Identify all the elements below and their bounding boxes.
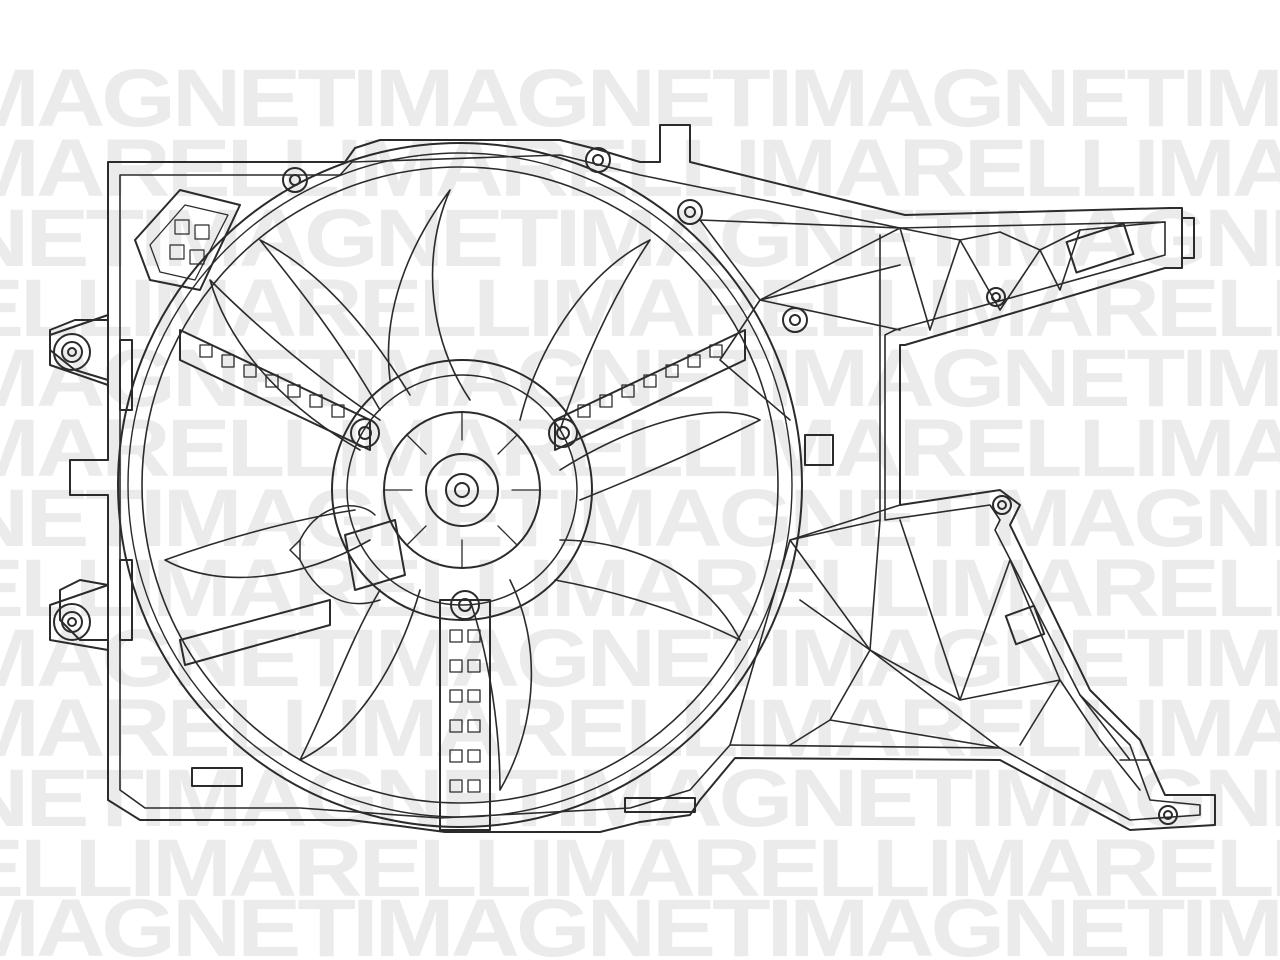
strut-holes [199, 344, 723, 793]
fan-blade [554, 539, 741, 641]
mounting-ear-lower-left [49, 584, 109, 651]
fan-blade [299, 589, 421, 761]
frame-inner-outline [119, 154, 1201, 821]
fan-blade [387, 189, 471, 401]
mounting-ear-bottom-right [1158, 805, 1178, 825]
strut-lower-left [179, 599, 331, 666]
frame-outer-outline [49, 124, 1216, 833]
motor-screw [450, 590, 480, 620]
mounting-boss [789, 314, 801, 326]
fan-blade [164, 509, 371, 579]
fan-blades [164, 189, 761, 791]
motor-screw [358, 426, 372, 440]
frame-truss [699, 219, 1166, 791]
frame-left-rib [119, 339, 133, 411]
motor-screw [350, 418, 380, 448]
frame-slot [624, 797, 696, 813]
motor-connector [289, 505, 406, 605]
wire [299, 505, 376, 541]
fan-blade [469, 579, 533, 791]
frame-tab [804, 434, 834, 466]
connector-body [344, 519, 406, 591]
mounting-ears [49, 147, 1195, 825]
mounting-boss [986, 287, 1006, 307]
wire [299, 559, 381, 605]
motor-struts [179, 329, 746, 831]
mounting-boss [592, 154, 604, 166]
fan-resistor [134, 189, 241, 291]
hub-ribs [383, 411, 541, 569]
motor-screw [548, 418, 578, 448]
frame-tab [1181, 217, 1195, 259]
mounting-boss [997, 500, 1007, 510]
fan-blade [519, 239, 651, 431]
fan-blade [559, 411, 761, 501]
frame-tab [1004, 604, 1046, 646]
mounting-boss [684, 206, 696, 218]
fan-blade [259, 239, 411, 411]
motor-screw [556, 426, 570, 440]
fan-ring [117, 142, 803, 828]
motor-screw [458, 598, 472, 612]
mounting-boss [677, 199, 703, 225]
strut-upper-left [179, 329, 371, 451]
frame-slot [191, 767, 243, 787]
motor-hub [331, 359, 593, 621]
mounting-boss [992, 495, 1012, 515]
mounting-boss [782, 307, 808, 333]
mounting-ear-upper-left [49, 314, 109, 386]
strut-bottom [439, 599, 491, 831]
fan-blade [209, 279, 381, 451]
strut-upper-right [554, 329, 746, 451]
